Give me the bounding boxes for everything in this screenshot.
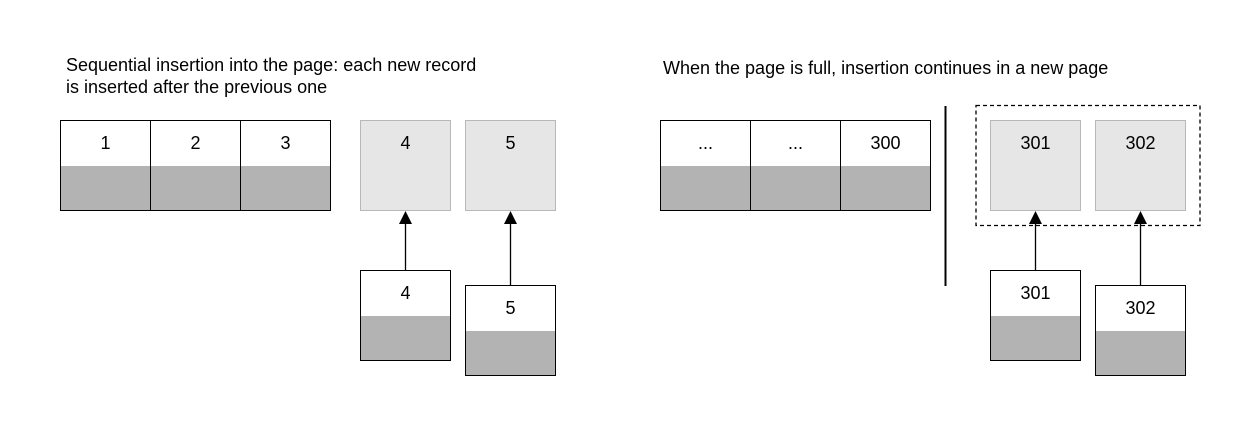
slot-body: [466, 166, 555, 210]
slot-body: [1096, 166, 1185, 210]
record-body: [991, 316, 1080, 360]
new-page-frame: [975, 104, 1201, 227]
record-body: [61, 166, 150, 210]
left-caption-line-2: is inserted after the previous one: [66, 77, 328, 97]
slot-label: 301: [991, 121, 1080, 167]
arrow-head-301: [1029, 211, 1042, 224]
slot-302: 302: [1095, 120, 1186, 211]
record-body: [151, 166, 240, 210]
slot-301: 301: [990, 120, 1081, 211]
right-caption: When the page is full, insertion continu…: [663, 58, 1109, 78]
arrow-head-5: [504, 211, 517, 224]
new-record-302: 302: [1095, 285, 1186, 376]
new-record-5: 5: [465, 285, 556, 376]
arrow-head-302: [1134, 211, 1147, 224]
arrow-head-4: [399, 211, 412, 224]
record-body: [751, 166, 840, 210]
slot-4: 4: [360, 120, 451, 211]
page-record-ellipsis-2: ...: [750, 120, 841, 211]
slot-label: 302: [1096, 121, 1185, 167]
page-record-300: 300: [840, 120, 931, 211]
record-body: [1096, 331, 1185, 375]
record-body: [241, 166, 330, 210]
page-record-1: 1: [60, 120, 151, 211]
record-body: [841, 166, 930, 210]
new-record-4: 4: [360, 270, 451, 361]
page-record-ellipsis-1: ...: [660, 120, 751, 211]
record-body: [661, 166, 750, 210]
slot-label: 5: [466, 121, 555, 167]
record-body: [466, 331, 555, 375]
page-record-2: 2: [150, 120, 241, 211]
page-record-3: 3: [240, 120, 331, 211]
slot-body: [991, 166, 1080, 210]
new-record-301: 301: [990, 270, 1081, 361]
left-caption-line-1: Sequential insertion into the page: each…: [66, 55, 477, 75]
record-body: [361, 316, 450, 360]
slot-5: 5: [465, 120, 556, 211]
slot-body: [361, 166, 450, 210]
left-caption: Sequential insertion into the page: each…: [66, 54, 476, 98]
